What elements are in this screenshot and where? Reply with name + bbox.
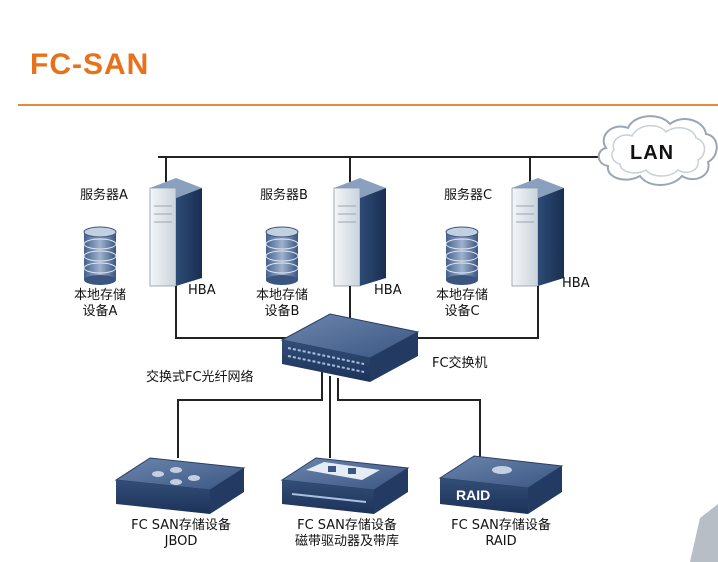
local-storage-b-line2: 设备B: [264, 304, 300, 319]
hba-a-label: HBA: [188, 283, 216, 298]
hba-c-label: HBA: [562, 276, 590, 291]
server-b-tower-icon: [333, 178, 386, 287]
local-storage-c-icon: [445, 226, 479, 285]
lan-cloud-icon: [597, 115, 718, 186]
storage-raid-line1: FC SAN存储设备: [451, 518, 551, 533]
local-storage-a-line1: 本地存储: [73, 288, 126, 303]
hba-b-label: HBA: [374, 283, 402, 298]
storage-tape-line2: 磁带驱动器及带库: [294, 534, 399, 549]
local-storage-c-label: 本地存储 设备C: [424, 288, 500, 320]
raid-badge: RAID: [456, 487, 490, 503]
local-storage-b-label: 本地存储 设备B: [244, 288, 320, 320]
lan-label: LAN: [630, 142, 675, 164]
local-storage-c-line1: 本地存储: [435, 288, 488, 303]
server-a-label: 服务器A: [80, 188, 128, 203]
storage-jbod-line1: FC SAN存储设备: [131, 518, 231, 533]
server-b-label: 服务器B: [260, 188, 308, 203]
corner-decoration: [690, 504, 718, 562]
local-storage-a-label: 本地存储 设备A: [62, 288, 138, 320]
fc-switch-label: FC交换机: [432, 356, 488, 371]
tape-library-storage-icon: [280, 457, 410, 514]
storage-tape-label: FC SAN存储设备 磁带驱动器及带库: [272, 518, 422, 550]
jbod-storage-icon: [114, 457, 246, 514]
storage-raid-line2: RAID: [485, 534, 517, 549]
server-a-tower-icon: [149, 178, 202, 287]
storage-tape-line1: FC SAN存储设备: [297, 518, 397, 533]
local-storage-c-line2: 设备C: [444, 304, 480, 319]
local-storage-b-icon: [265, 226, 299, 285]
title-divider: [18, 104, 718, 106]
fc-switch-icon: [280, 313, 420, 382]
server-c-label: 服务器C: [444, 188, 493, 203]
local-storage-a-icon: [83, 226, 117, 285]
local-storage-a-line2: 设备A: [82, 304, 118, 319]
page-title: FC-SAN: [30, 48, 150, 81]
server-switch-links: [175, 286, 539, 339]
storage-jbod-line2: JBOD: [164, 534, 198, 549]
server-c-tower-icon: [511, 178, 564, 287]
local-storage-b-line1: 本地存储: [255, 288, 308, 303]
switch-storage-links: [177, 372, 481, 458]
storage-jbod-label: FC SAN存储设备 JBOD: [116, 518, 246, 550]
storage-raid-label: FC SAN存储设备 RAID: [436, 518, 566, 550]
lan-bus: [158, 156, 612, 182]
raid-storage-icon: RAID: [438, 455, 564, 514]
fc-network-label: 交换式FC光纤网络: [146, 370, 254, 385]
